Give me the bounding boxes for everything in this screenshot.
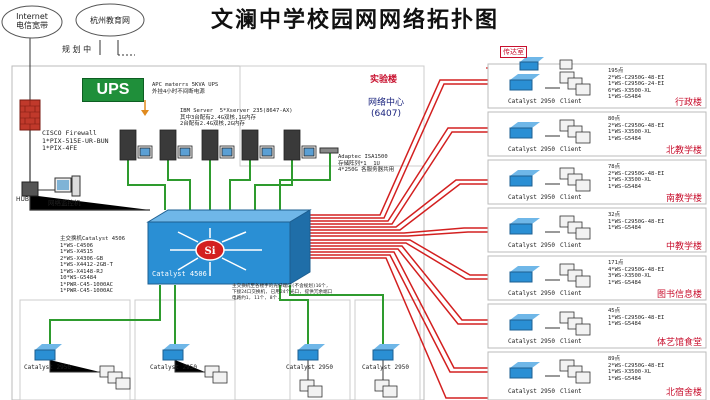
edu-cloud-label: 杭州教育网	[90, 16, 130, 25]
ups-desc: APC materrs 5KVA UPS 外挂4小时不间断电源	[152, 82, 219, 95]
monitor-pc-icon	[54, 175, 81, 197]
firewall-desc: CISCO Firewall 1*PIX-515E-UR-BUN 1*PIX-4…	[42, 129, 109, 152]
lab-building-label: 实验楼	[370, 75, 398, 85]
core-switch-label: Catalyst 4506	[152, 270, 207, 278]
storage-array-icon	[319, 147, 339, 154]
storage-desc: Adaptec ISA1500 存储阵列*1 1U 4*250G 各服务器共用	[338, 154, 395, 173]
network-center-label: 网络中心 (6407)	[367, 98, 404, 119]
building-name: 图书信息楼	[656, 290, 702, 300]
bottom-switch-label: Catalyst 2950	[362, 364, 409, 371]
server-icon	[119, 129, 153, 161]
internet-cloud-label: Internet 电信宽带	[16, 12, 48, 30]
building-item: 45点 1*WS-C2950G-48-EI 1*WS-G5484 体艺馆食堂 C…	[508, 308, 702, 348]
building-item: 171点 4*WS-C2950G-48-EI 3*WS-X3500-XL 1*W…	[508, 260, 702, 300]
building-item: 89点 2*WS-C2950G-48-EI 1*WS-X3500-XL 1*WS…	[508, 356, 702, 398]
server-icon	[201, 129, 235, 161]
buildings-panel: 195点 2*WS-C2950G-48-EI 1*WS-C2950G-24-EI…	[488, 64, 706, 400]
core-switch-desc: 主交换机Catalyst 4506 1*WS-C4506 1*WS-X4515 …	[60, 236, 126, 294]
svg-text:Si: Si	[204, 246, 215, 257]
fiber-note: 主交换机至各楼宇的光纤端口(不含规划)16个, 下接24口交换机, 已用24个光…	[232, 284, 333, 301]
building-item: 78点 2*WS-C2950G-48-EI 1*WS-X3500-XL 1*WS…	[508, 164, 702, 204]
gatehouse-label: 传达室	[500, 46, 527, 58]
bottom-switches	[34, 344, 400, 361]
building-item: 32点 1*WS-C2950G-48-EI 1*WS-G5484 中教学楼 Ca…	[508, 212, 702, 252]
core-switch-body: Si	[146, 209, 312, 285]
building-name: 北宿舍楼	[665, 388, 702, 398]
building-name: 行政楼	[674, 98, 702, 108]
server-icon	[159, 129, 193, 161]
building-name: 北教学楼	[665, 146, 702, 156]
building-clients	[559, 71, 591, 384]
internet-cloud-icon	[1, 5, 63, 39]
building-switches	[509, 74, 540, 379]
bottom-switch-label: Catalyst 2950	[286, 364, 333, 371]
hub-label: HUB	[16, 196, 30, 203]
gatehouse-switch	[519, 57, 573, 71]
bottom-switch-label: Catalyst 2950	[24, 364, 71, 371]
server-icon	[283, 129, 317, 161]
monitor-label: 网络监控机	[48, 199, 81, 207]
server-icon	[241, 129, 275, 161]
building-name: 南教学楼	[665, 194, 702, 204]
edu-cloud-icon	[75, 3, 145, 37]
building-name: 中教学楼	[665, 242, 702, 252]
building-item: 195点 2*WS-C2950G-48-EI 1*WS-C2950G-24-EI…	[508, 68, 702, 108]
building-name: 体艺馆食堂	[656, 338, 702, 348]
hub-icon	[21, 181, 39, 197]
servers-desc: IBM Server 5*Xserver 235(8647-AX) 其中3台配有…	[180, 108, 293, 127]
campus-border	[11, 65, 425, 400]
page-title: 文澜中学校园网网络拓扑图	[210, 8, 499, 33]
firewall-icon	[19, 99, 41, 131]
bottom-clients	[99, 365, 398, 398]
ups-badge: UPS	[82, 78, 144, 102]
planned-label: 规 划 中	[62, 45, 92, 54]
building-item: 80点 2*WS-C2950G-48-EI 1*WS-X3500-XL 1*WS…	[508, 116, 702, 156]
bottom-switch-label: Catalyst 2950	[150, 364, 197, 371]
